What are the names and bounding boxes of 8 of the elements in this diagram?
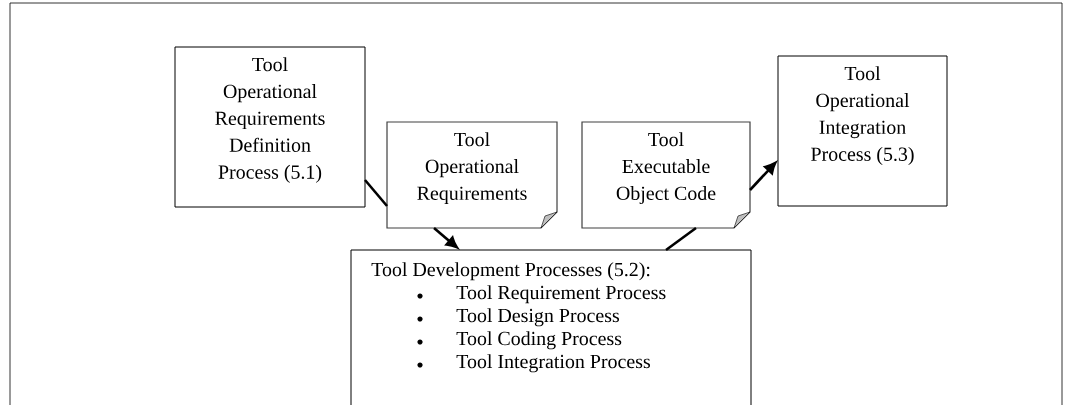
arrow (433, 227, 458, 249)
process-box: Tool Operational Requirements Definition Process (5.1) (174, 46, 366, 208)
list-item: Tool Integration Process (456, 354, 650, 373)
list-item: Tool Requirement Process (456, 285, 666, 304)
list-item: Tool Coding Process (456, 331, 622, 350)
arrow (749, 161, 777, 191)
list-item: Tool Design Process (456, 308, 619, 327)
process-box: Tool Operational Integration Process (5.3) (777, 55, 948, 207)
